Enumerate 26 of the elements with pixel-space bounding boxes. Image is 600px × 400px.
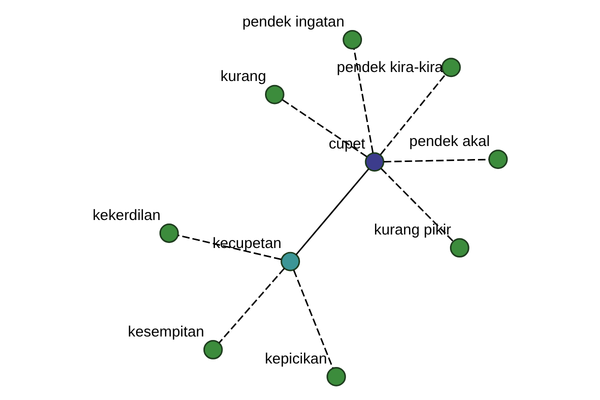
node-circle — [488, 150, 508, 170]
node-label: kurang — [220, 68, 266, 86]
connector — [380, 168, 454, 242]
node-label: kesempitan — [128, 323, 204, 340]
node-circle — [342, 30, 362, 50]
node-circle — [450, 238, 470, 258]
node-label: kekerdilan — [92, 206, 161, 224]
node-label: pendek akal — [409, 132, 490, 150]
node-circle — [159, 224, 179, 243]
node-label: kurang pikir — [374, 221, 452, 238]
node-circle — [364, 152, 384, 172]
connector — [296, 168, 370, 255]
node-circle — [264, 84, 284, 104]
node-circle — [441, 58, 461, 78]
connector — [282, 99, 368, 158]
connector — [293, 270, 334, 368]
node-label: pendek ingatan — [242, 13, 344, 30]
connector — [353, 48, 374, 153]
node-label: kecupetan — [212, 235, 282, 252]
node-label: kepicikan — [264, 350, 328, 368]
node-circle — [203, 340, 223, 360]
node-circle — [280, 252, 300, 272]
connector — [380, 74, 446, 155]
node-circle — [326, 366, 346, 386]
connector — [218, 268, 285, 344]
connector — [178, 234, 282, 260]
